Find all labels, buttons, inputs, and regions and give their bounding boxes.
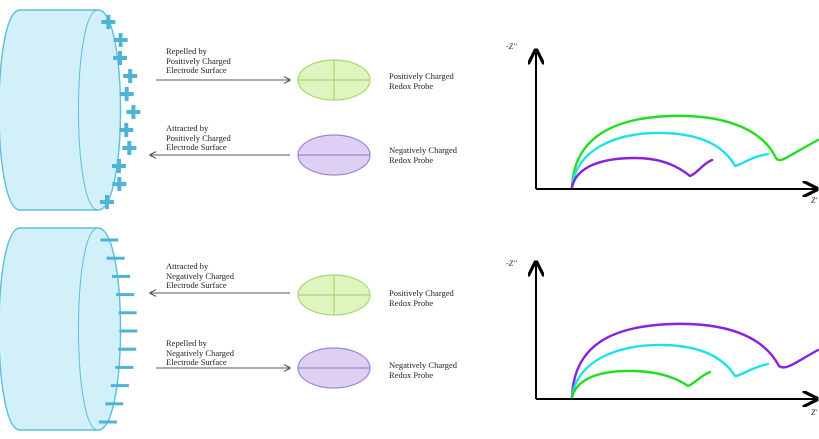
minus-sign — [100, 238, 119, 242]
plus-sign — [124, 123, 129, 137]
green-impedance-curve — [570, 369, 712, 399]
green-impedance-curve — [570, 114, 819, 189]
minus-sign — [105, 402, 124, 406]
plus-sign — [124, 87, 129, 101]
minus-sign — [106, 256, 125, 260]
bottom-plot-x-label: Z' — [811, 408, 818, 417]
cyan-impedance-curve — [570, 343, 770, 399]
electrode-body — [0, 9, 122, 211]
minus-sign — [119, 329, 138, 333]
bottom-probe2-description: Repelled by Negatively Charged Electrode… — [166, 338, 235, 367]
minus-sign — [110, 384, 129, 388]
plus-sign — [118, 33, 123, 47]
top-probe1-description: Repelled by Positively Charged Electrode… — [166, 46, 231, 75]
electrode-face-edge — [78, 227, 99, 431]
top-probe2-description: Attracted by Positively Charged Electrod… — [166, 123, 231, 152]
minus-sign — [115, 365, 134, 369]
bottom-probe1-description: Attracted by Negatively Charged Electrod… — [166, 261, 235, 290]
minus-sign — [118, 311, 137, 315]
electrode-face-edge — [78, 9, 99, 211]
plus-sign — [128, 69, 133, 83]
plus-sign — [127, 141, 132, 155]
top-probe2-label: Negatively Charged Redox Probe — [389, 145, 458, 165]
purple-impedance-curve — [570, 322, 819, 399]
electrodes-layer — [0, 9, 141, 431]
plus-sign — [118, 51, 123, 65]
bottom-probe1-label: Positively Charged Redox Probe — [389, 288, 454, 308]
probes-layer — [297, 59, 371, 389]
redox-probe-positive — [297, 59, 371, 101]
plus-sign — [106, 15, 111, 29]
minus-sign — [116, 293, 135, 297]
minus-sign — [98, 420, 117, 424]
electrode-bottom — [0, 227, 138, 431]
electrode-body — [0, 227, 122, 431]
nyquist-plot-bottom — [536, 262, 819, 399]
nyquist-plot-top — [536, 50, 819, 189]
cyan-impedance-curve — [570, 131, 770, 189]
top-plot-x-label: Z' — [811, 196, 818, 205]
minus-sign — [118, 347, 137, 351]
arrows-layer — [150, 80, 290, 368]
plus-sign — [116, 159, 121, 173]
top-probe1-label: Positively Charged Redox Probe — [389, 71, 454, 91]
purple-impedance-curve — [570, 156, 714, 189]
plots-layer — [536, 50, 819, 399]
minus-sign — [111, 274, 130, 278]
electrode-top — [0, 9, 141, 211]
redox-probe-negative — [297, 347, 371, 389]
bottom-plot-y-label: -Z'' — [506, 259, 517, 268]
plus-sign — [104, 195, 109, 209]
redox-probe-negative — [297, 134, 371, 176]
plus-sign — [131, 105, 136, 119]
top-plot-y-label: -Z'' — [506, 42, 517, 51]
redox-probe-positive — [297, 274, 371, 316]
plus-sign — [117, 177, 122, 191]
bottom-probe2-label: Negatively Charged Redox Probe — [389, 360, 458, 380]
